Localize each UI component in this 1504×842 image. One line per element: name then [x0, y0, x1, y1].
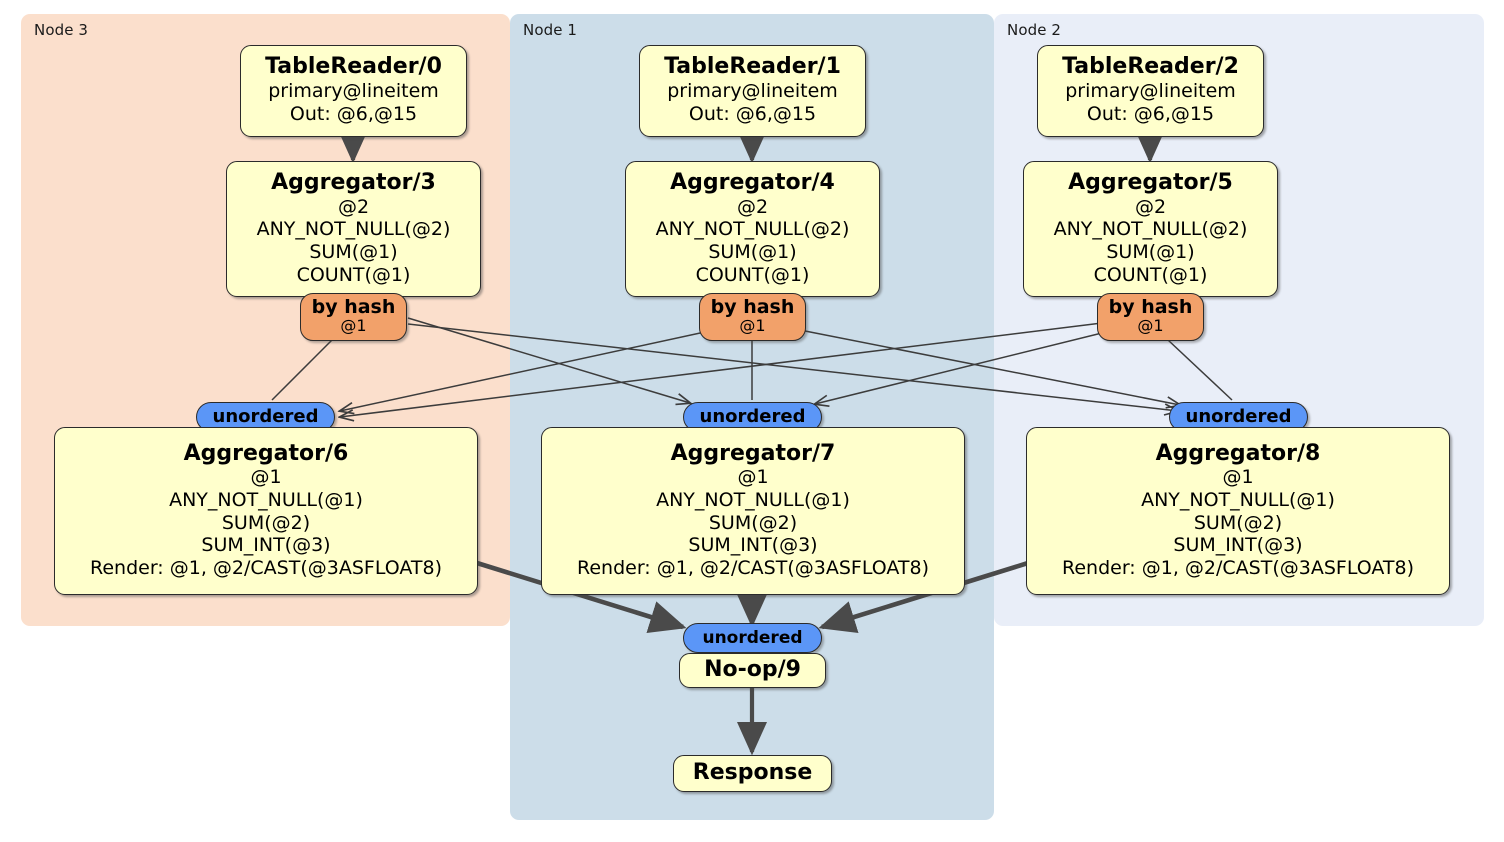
processor-detail: @2: [1134, 195, 1167, 218]
processor-detail: SUM(@1): [708, 240, 797, 263]
processor-detail: SUM_INT(@3): [688, 534, 818, 557]
router-label: unordered: [1185, 406, 1292, 427]
processor-title: Aggregator/8: [1155, 440, 1321, 466]
processor-detail: ANY_NOT_NULL(@2): [655, 218, 850, 241]
processor-detail: ANY_NOT_NULL(@1): [169, 489, 363, 512]
router-by-hash-2[interactable]: by hash @1: [1097, 293, 1204, 341]
processor-detail: primary@lineitem: [268, 80, 439, 103]
router-label: unordered: [212, 406, 319, 427]
processor-table-reader-1[interactable]: TableReader/1 primary@lineitem Out: @6,@…: [639, 45, 866, 137]
processor-title: Response: [692, 759, 813, 785]
processor-table-reader-0[interactable]: TableReader/0 primary@lineitem Out: @6,@…: [240, 45, 467, 137]
router-column: @1: [1137, 316, 1164, 336]
processor-aggregator-3[interactable]: Aggregator/3 @2 ANY_NOT_NULL(@2) SUM(@1)…: [226, 161, 481, 297]
processor-detail: SUM(@2): [221, 511, 311, 534]
processor-detail: SUM(@1): [1106, 240, 1195, 263]
processor-noop-9[interactable]: No-op/9: [679, 653, 826, 688]
processor-detail: SUM(@2): [708, 511, 798, 534]
processor-detail: SUM(@1): [309, 240, 398, 263]
node-panel-label-node3: Node 3: [34, 21, 89, 39]
processor-aggregator-5[interactable]: Aggregator/5 @2 ANY_NOT_NULL(@2) SUM(@1)…: [1023, 161, 1278, 297]
router-column: @1: [340, 316, 367, 336]
processor-detail: ANY_NOT_NULL(@1): [1141, 489, 1335, 512]
processor-detail: ANY_NOT_NULL(@2): [1053, 218, 1248, 241]
processor-title: Aggregator/6: [183, 440, 349, 466]
processor-detail: Render: @1, @2/CAST(@3ASFLOAT8): [1062, 556, 1414, 579]
node-panel-label-node2: Node 2: [1007, 21, 1062, 39]
router-by-hash-0[interactable]: by hash @1: [300, 293, 407, 341]
processor-aggregator-6[interactable]: Aggregator/6 @1 ANY_NOT_NULL(@1) SUM(@2)…: [54, 427, 478, 595]
processor-detail: @2: [736, 195, 769, 218]
processor-title: TableReader/2: [1062, 54, 1239, 80]
processor-detail: Render: @1, @2/CAST(@3ASFLOAT8): [90, 556, 442, 579]
processor-table-reader-2[interactable]: TableReader/2 primary@lineitem Out: @6,@…: [1037, 45, 1264, 137]
router-label: by hash: [710, 295, 795, 318]
processor-detail: Out: @6,@15: [688, 102, 817, 125]
processor-title: Aggregator/3: [271, 169, 436, 195]
processor-detail: Out: @6,@15: [1086, 102, 1215, 125]
processor-detail: COUNT(@1): [695, 263, 810, 286]
processor-detail: primary@lineitem: [1065, 80, 1236, 103]
processor-title: TableReader/1: [664, 54, 841, 80]
processor-detail: ANY_NOT_NULL(@1): [656, 489, 850, 512]
processor-title: No-op/9: [704, 656, 801, 682]
processor-detail: SUM_INT(@3): [201, 534, 331, 557]
router-label: by hash: [1108, 295, 1193, 318]
processor-title: TableReader/0: [265, 54, 442, 80]
router-label: unordered: [702, 627, 803, 648]
processor-detail: @2: [337, 195, 370, 218]
processor-detail: SUM_INT(@3): [1173, 534, 1303, 557]
node-panel-label-node1: Node 1: [523, 21, 578, 39]
processor-detail: primary@lineitem: [667, 80, 838, 103]
processor-detail: @1: [250, 466, 282, 489]
router-unordered-final[interactable]: unordered: [683, 623, 822, 653]
processor-detail: COUNT(@1): [1093, 263, 1208, 286]
processor-title: Aggregator/5: [1068, 169, 1233, 195]
processor-detail: Out: @6,@15: [289, 102, 418, 125]
processor-detail: Render: @1, @2/CAST(@3ASFLOAT8): [577, 556, 929, 579]
router-by-hash-1[interactable]: by hash @1: [699, 293, 806, 341]
router-column: @1: [739, 316, 766, 336]
processor-response[interactable]: Response: [673, 755, 832, 792]
processor-detail: COUNT(@1): [296, 263, 411, 286]
processor-detail: @1: [737, 466, 769, 489]
router-label: unordered: [699, 406, 806, 427]
processor-aggregator-8[interactable]: Aggregator/8 @1 ANY_NOT_NULL(@1) SUM(@2)…: [1026, 427, 1450, 595]
processor-title: Aggregator/7: [670, 440, 836, 466]
processor-detail: ANY_NOT_NULL(@2): [256, 218, 451, 241]
processor-detail: @1: [1222, 466, 1254, 489]
processor-aggregator-4[interactable]: Aggregator/4 @2 ANY_NOT_NULL(@2) SUM(@1)…: [625, 161, 880, 297]
processor-title: Aggregator/4: [670, 169, 835, 195]
router-label: by hash: [311, 295, 396, 318]
processor-detail: SUM(@2): [1193, 511, 1283, 534]
processor-aggregator-7[interactable]: Aggregator/7 @1 ANY_NOT_NULL(@1) SUM(@2)…: [541, 427, 965, 595]
